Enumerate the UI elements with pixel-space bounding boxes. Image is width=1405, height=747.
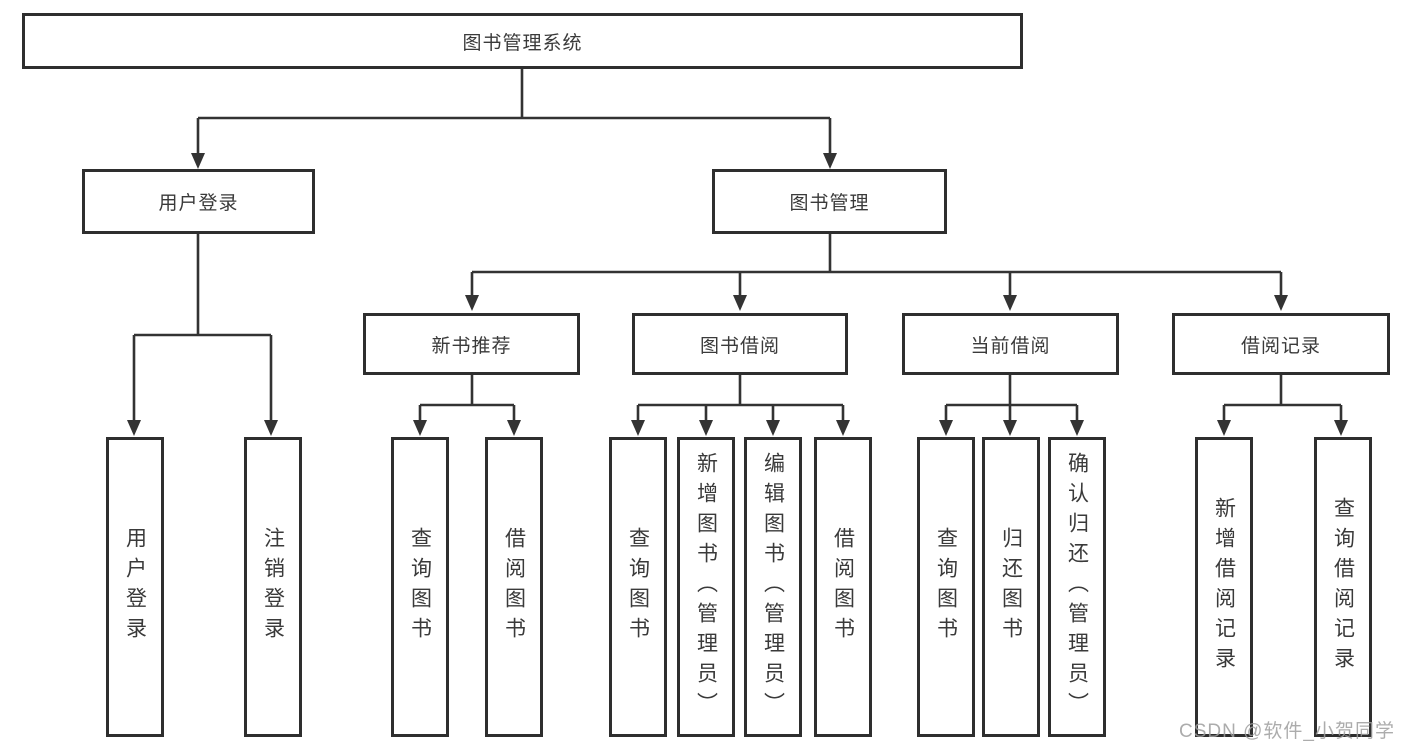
arrow-down-icon <box>1274 295 1288 311</box>
leaf-query-borrow-record: 查询借阅记录 <box>1314 437 1372 737</box>
leaf-label: 确认归还（管理员） <box>1065 452 1089 722</box>
leaf-label: 归还图书 <box>999 527 1023 647</box>
leaf-add-book-admin: 新增图书（管理员） <box>677 437 735 737</box>
csdn-watermark: CSDN @软件_小贺同学 <box>1179 721 1395 742</box>
leaf-label: 查询借阅记录 <box>1331 497 1355 677</box>
arrow-down-icon <box>1217 420 1231 436</box>
arrow-down-icon <box>465 295 479 311</box>
leaf-logout: 注销登录 <box>244 437 302 737</box>
connector-borrow-records <box>1217 375 1348 436</box>
arrow-down-icon <box>1334 420 1348 436</box>
leaf-query-books-recommend: 查询图书 <box>391 437 449 737</box>
leaf-label: 借阅图书 <box>831 527 855 647</box>
arrow-down-icon <box>264 420 278 436</box>
leaf-label: 编辑图书（管理员） <box>761 452 785 722</box>
node-new-book-recommend: 新书推荐 <box>363 313 580 375</box>
arrow-down-icon <box>413 420 427 436</box>
arrow-down-icon <box>699 420 713 436</box>
arrow-down-icon <box>733 295 747 311</box>
connector-current-borrow <box>939 375 1084 436</box>
arrow-down-icon <box>1070 420 1084 436</box>
leaf-label: 查询图书 <box>408 527 432 647</box>
node-borrow-records: 借阅记录 <box>1172 313 1390 375</box>
leaf-label: 用户登录 <box>123 527 147 647</box>
connector-user-login <box>127 234 278 436</box>
leaf-confirm-return-admin: 确认归还（管理员） <box>1048 437 1106 737</box>
connector-new-book-recommend <box>413 375 521 436</box>
arrow-down-icon <box>766 420 780 436</box>
node-current-borrow: 当前借阅 <box>902 313 1119 375</box>
node-library-management-system: 图书管理系统 <box>22 13 1023 69</box>
leaf-return-book: 归还图书 <box>982 437 1040 737</box>
connector-root <box>191 69 837 169</box>
arrow-down-icon <box>823 153 837 169</box>
node-book-management: 图书管理 <box>712 169 947 234</box>
connector-book-management <box>465 234 1288 311</box>
leaf-label: 查询图书 <box>626 527 650 647</box>
arrow-down-icon <box>939 420 953 436</box>
leaf-label: 查询图书 <box>934 527 958 647</box>
leaf-label: 新增借阅记录 <box>1212 497 1236 677</box>
leaf-query-books-borrow: 查询图书 <box>609 437 667 737</box>
leaf-query-books-current: 查询图书 <box>917 437 975 737</box>
leaf-label: 借阅图书 <box>502 527 526 647</box>
arrow-down-icon <box>1003 420 1017 436</box>
leaf-borrow-books-recommend: 借阅图书 <box>485 437 543 737</box>
arrow-down-icon <box>191 153 205 169</box>
arrow-down-icon <box>836 420 850 436</box>
arrow-down-icon <box>631 420 645 436</box>
node-book-borrow: 图书借阅 <box>632 313 848 375</box>
node-user-login: 用户登录 <box>82 169 315 234</box>
leaf-borrow-books-borrow: 借阅图书 <box>814 437 872 737</box>
arrow-down-icon <box>507 420 521 436</box>
arrow-down-icon <box>1003 295 1017 311</box>
arrow-down-icon <box>127 420 141 436</box>
leaf-edit-book-admin: 编辑图书（管理员） <box>744 437 802 737</box>
connector-book-borrow <box>631 375 850 436</box>
leaf-add-borrow-record: 新增借阅记录 <box>1195 437 1253 737</box>
leaf-label: 新增图书（管理员） <box>694 452 718 722</box>
leaf-label: 注销登录 <box>261 527 285 647</box>
leaf-user-login: 用户登录 <box>106 437 164 737</box>
